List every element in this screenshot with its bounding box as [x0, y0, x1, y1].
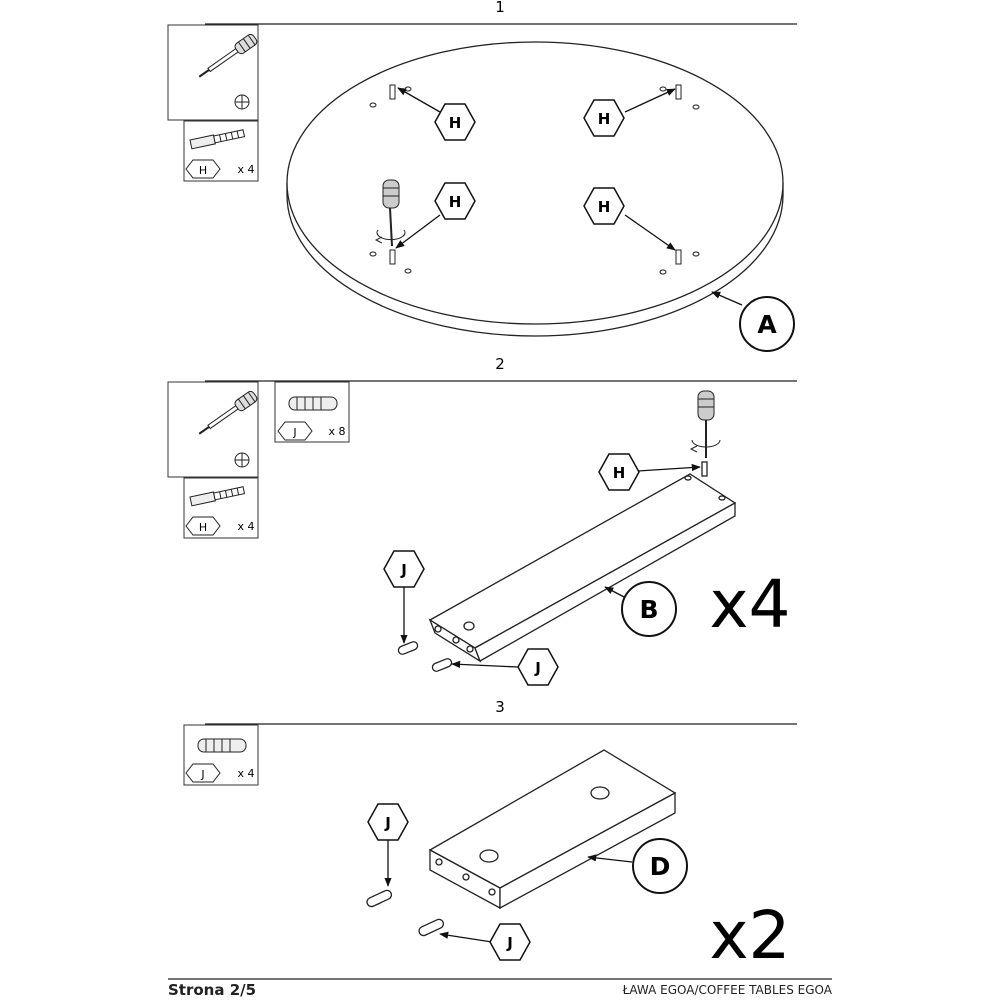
svg-text:B: B — [639, 595, 658, 624]
page-footer: Strona 2/5 ŁAWA EGOA/COFFEE TABLES EGOA — [168, 981, 832, 999]
page-number: Strona 2/5 — [168, 981, 257, 999]
step-2-fitting-j-label: J — [292, 426, 296, 439]
svg-text:H: H — [598, 198, 611, 216]
svg-text:H: H — [449, 193, 462, 211]
step-2-fitting-h-box: H x 4 — [183, 477, 259, 539]
step-1-fitting-h-box: H x 4 — [183, 120, 259, 182]
screwdriver-icon — [198, 390, 258, 435]
svg-text:J: J — [400, 561, 407, 579]
step-3-fitting-j-qty: x 4 — [237, 767, 254, 780]
leg-board-b — [397, 461, 737, 672]
step-2-fitting-j-qty: x 8 — [328, 425, 345, 438]
dowel-icon — [197, 738, 247, 753]
callout-h-1: H — [434, 103, 476, 141]
step-2-number: 2 — [495, 355, 505, 373]
step-3-fitting-j-box: J x 4 — [183, 724, 259, 786]
screwdriver-icon — [374, 179, 406, 247]
svg-text:J: J — [534, 659, 541, 677]
dowel-icon — [288, 396, 338, 411]
callout-part-d: D — [632, 838, 688, 894]
cam-bolt-icon — [189, 486, 246, 507]
svg-text:J: J — [506, 934, 513, 952]
callout-j-1: J — [383, 550, 425, 588]
svg-text:H: H — [613, 464, 626, 482]
phillips-head-icon — [234, 94, 250, 110]
callout-h-5: H — [598, 453, 640, 491]
phillips-head-icon — [234, 452, 250, 468]
product-name: ŁAWA EGOA/COFFEE TABLES EGOA — [622, 983, 832, 997]
svg-text:D: D — [650, 852, 671, 881]
step-1-number: 1 — [495, 0, 505, 16]
callout-h-3: H — [434, 182, 476, 220]
step-1-fitting-h-label: H — [199, 164, 207, 177]
callout-j-4: J — [489, 923, 531, 961]
step-1-fitting-h-qty: x 4 — [237, 163, 254, 176]
svg-text:A: A — [757, 310, 777, 339]
step-2-fitting-h-qty: x 4 — [237, 520, 254, 533]
step-3-fitting-j-label: J — [200, 768, 204, 781]
step-2-multiplier: x4 — [709, 566, 790, 643]
screwdriver-icon — [198, 33, 258, 78]
cam-bolt-icon — [189, 129, 246, 150]
callout-h-2: H — [583, 99, 625, 137]
step-2-fitting-h-label: H — [199, 521, 207, 534]
callout-part-a: A — [739, 296, 795, 352]
step-1-tool-box — [167, 24, 259, 121]
svg-text:H: H — [598, 110, 611, 128]
svg-text:H: H — [449, 114, 462, 132]
callout-h-4: H — [583, 187, 625, 225]
step-3-multiplier: x2 — [709, 897, 790, 974]
table-top-a — [286, 41, 784, 337]
step-3-number: 3 — [495, 698, 505, 716]
step-2-tool-box — [167, 381, 259, 478]
svg-text:J: J — [384, 814, 391, 832]
callout-j-3: J — [367, 803, 409, 841]
callout-j-2: J — [517, 648, 559, 686]
side-board-d — [366, 749, 677, 937]
callout-part-b: B — [621, 581, 677, 637]
screwdriver-icon — [689, 390, 721, 458]
step-2-fitting-j-box: J x 8 — [274, 381, 350, 443]
